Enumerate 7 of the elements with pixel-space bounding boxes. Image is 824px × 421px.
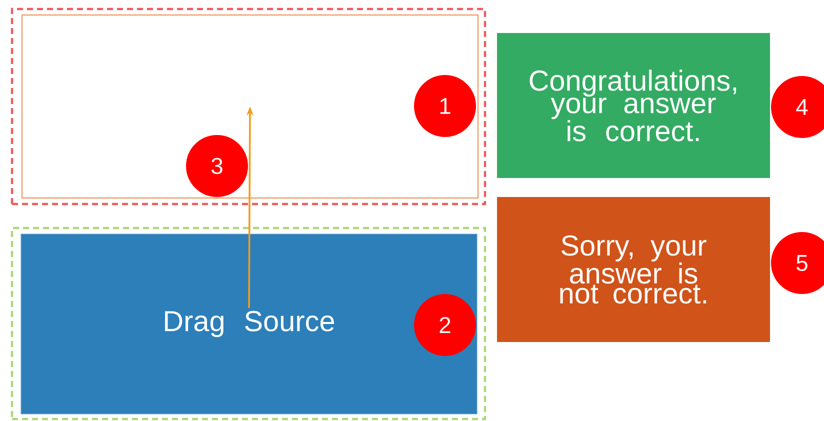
callout-number: 3	[186, 135, 248, 197]
callout-number: 2	[414, 294, 476, 356]
feedback-box: Sorry, your answer is not correct.	[497, 197, 770, 342]
callout-number: 5	[771, 232, 824, 294]
feedback-box: Congratulations, your answer is correct.	[497, 33, 770, 178]
callout-number: 1	[414, 75, 476, 137]
callout-number: 4	[771, 76, 824, 138]
